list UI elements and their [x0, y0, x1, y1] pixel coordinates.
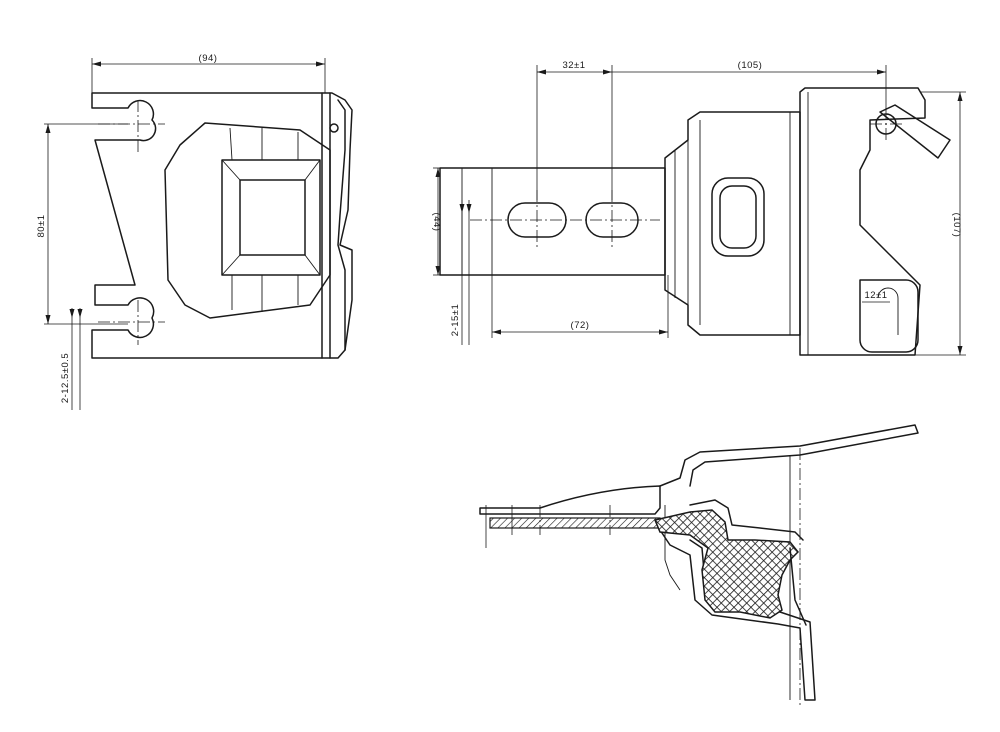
plate-lug: [879, 104, 951, 159]
front-slot-pitch-dim: 80±1: [36, 214, 47, 237]
front-flange: [321, 92, 346, 359]
section-arm: [479, 485, 661, 515]
side-base-length-dim: (72): [571, 320, 590, 331]
body-window-outer: [711, 177, 765, 257]
front-slot-dim: 2-12.5±0.5: [60, 353, 71, 403]
mounting-plate: [799, 87, 926, 356]
side-length-dim: (105): [738, 60, 763, 71]
section-inner-plate: [689, 499, 807, 626]
front-boss-inner: [221, 159, 321, 276]
plate-hook: [859, 279, 919, 353]
front-width-dim: (94): [199, 53, 218, 64]
front-plate-outline: [91, 92, 353, 359]
side-total-height-dim: (107): [951, 213, 962, 238]
side-hook-dim: 12±1: [864, 290, 887, 301]
side-slot-dim: 2-15±1: [450, 304, 461, 337]
arm-plate: [439, 167, 666, 276]
side-body: [664, 111, 801, 336]
body-window-inner: [719, 185, 757, 249]
front-boss-outer: [164, 122, 331, 319]
side-hole-pitch-dim: 32±1: [562, 60, 585, 71]
front-view: (94) 80±1 2-12.5±0.5: [36, 53, 353, 410]
side-height-dim: (44): [431, 213, 442, 232]
side-view: 32±1 (105) (44) (107) 2-15±1 (72): [431, 60, 966, 356]
rubber-bushing: [653, 509, 800, 619]
flange-hole: [329, 123, 339, 133]
section-arm-hatch: [489, 517, 661, 529]
section-view: [479, 424, 919, 705]
